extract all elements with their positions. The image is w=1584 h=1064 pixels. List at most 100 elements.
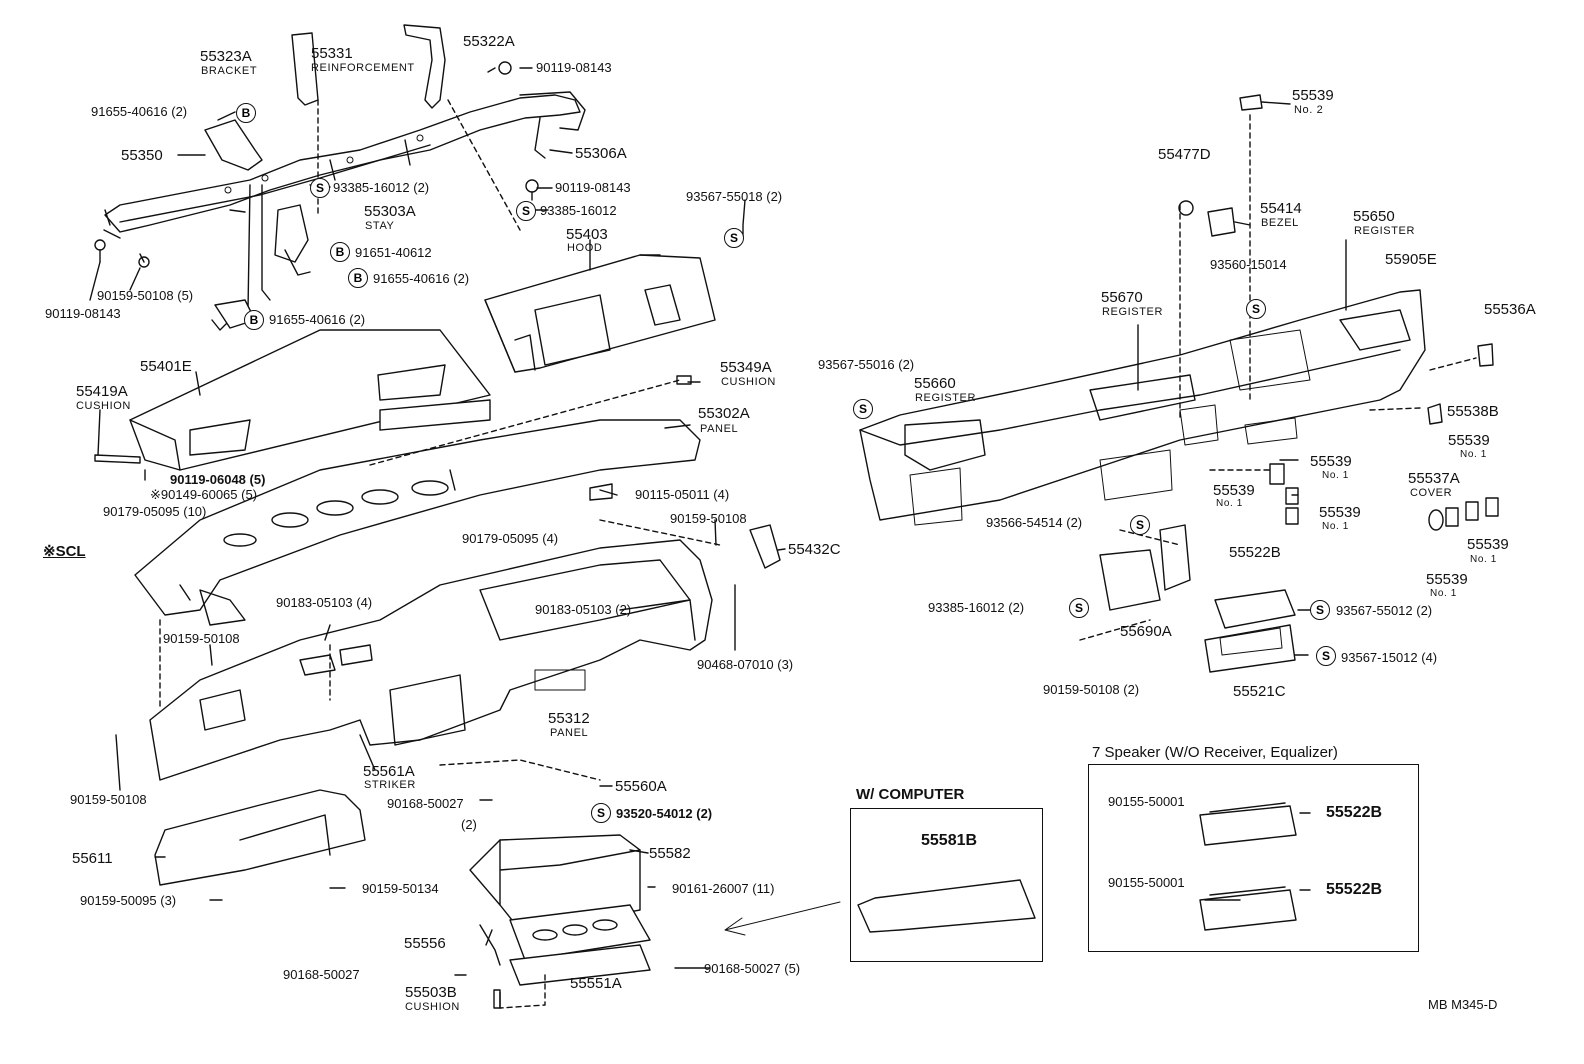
part-label: 55611 — [72, 850, 113, 867]
part-label: 93567-15012 (4) — [1341, 650, 1438, 665]
speaker-box-part: 90155-50001 — [1108, 794, 1185, 809]
part-label: 55521C — [1233, 683, 1286, 700]
part-55536a-drawing — [1477, 343, 1494, 367]
symbol-s: S — [516, 201, 536, 221]
diagram-code: MB M345-D — [1428, 997, 1498, 1012]
part-label: 55560A — [615, 778, 667, 795]
part-label: 93385-16012 — [540, 203, 617, 218]
part-label: 93567-55016 (2) — [818, 357, 915, 372]
part-label: 55522B — [1229, 544, 1281, 561]
part-label: 55477D — [1158, 146, 1211, 163]
part-55539-no2-drawing — [1239, 94, 1263, 111]
part-label: 90468-07010 (3) — [697, 657, 794, 672]
speaker-box-part: 90155-50001 — [1108, 875, 1185, 890]
part-sublabel: HOOD — [567, 242, 603, 254]
part-label: 90159-50134 — [362, 881, 439, 896]
symbol-s: S — [724, 228, 744, 248]
part-sublabel: REGISTER — [1102, 306, 1164, 318]
symbol-s: S — [591, 803, 611, 823]
part-label: 90183-05103 (2) — [535, 602, 632, 617]
speaker-box — [1088, 764, 1419, 952]
part-label: 55551A — [570, 975, 622, 992]
part-label: 55561A — [363, 763, 415, 780]
part-label: 55670 — [1101, 289, 1143, 306]
speaker-box-part: 55522B — [1326, 881, 1383, 898]
part-label: 93567-55018 (2) — [686, 189, 783, 204]
part-label: 90119-06048 (5) — [170, 472, 266, 487]
part-55538b-drawing — [1427, 403, 1443, 425]
part-label: 91655-40616 (2) — [373, 271, 470, 286]
part-label: 55537A — [1408, 470, 1460, 487]
part-sublabel: BRACKET — [201, 65, 258, 77]
part-sublabel: No. 1 — [1322, 470, 1349, 481]
speaker-box-title: 7 Speaker (W/O Receiver, Equalizer) — [1092, 744, 1338, 761]
part-sublabel: STAY — [365, 220, 395, 232]
part-label: (2) — [461, 817, 477, 832]
audio-units-drawing — [1099, 524, 1296, 673]
part-label: 55539 — [1467, 536, 1509, 553]
part-label: 55690A — [1120, 623, 1172, 640]
part-label: 55905E — [1385, 251, 1437, 268]
part-label: 93567-55012 (2) — [1336, 603, 1433, 618]
part-label: 90159-50108 — [70, 792, 147, 807]
reinforcement-frame-drawing — [103, 24, 586, 331]
switch-covers-drawing — [1269, 463, 1499, 531]
part-label: 55660 — [914, 375, 956, 392]
computer-box-title: W/ COMPUTER — [856, 786, 965, 803]
part-label: 55350 — [121, 147, 163, 164]
symbol-s: S — [853, 399, 873, 419]
part-55477d-drawing — [1178, 200, 1194, 216]
part-label: 55303A — [364, 203, 416, 220]
part-label: 93560-15014 — [1210, 257, 1287, 272]
part-label: 55556 — [404, 935, 446, 952]
part-sublabel: STRIKER — [364, 779, 416, 791]
assembly-dashed-lines — [159, 99, 1477, 1009]
part-label: 90183-05103 (4) — [276, 595, 373, 610]
part-label: 90115-05011 (4) — [635, 487, 730, 502]
part-label: 90119-08143 — [536, 60, 612, 75]
part-label: 55539 — [1426, 571, 1468, 588]
symbol-s: S — [1316, 646, 1336, 666]
part-label: 55539 — [1292, 87, 1334, 104]
clip-90115-drawing — [589, 483, 613, 501]
part-label: 90159-50108 — [163, 631, 240, 646]
part-label: 90119-08143 — [45, 306, 121, 321]
part-label: 93520-54012 (2) — [616, 806, 713, 821]
part-label: 55401E — [140, 358, 192, 375]
dashboard-assembly-drawing — [859, 289, 1426, 526]
bolts-top-left — [94, 61, 539, 268]
symbol-s: S — [1310, 600, 1330, 620]
part-label: 90179-05095 (4) — [462, 531, 559, 546]
computer-tray-drawing — [857, 879, 1036, 933]
part-sublabel: PANEL — [700, 423, 739, 435]
part-label: 90168-50027 — [387, 796, 464, 811]
symbol-b: B — [348, 268, 368, 288]
hood-drawing — [484, 254, 716, 373]
bezel-55414-drawing — [1207, 207, 1236, 237]
part-sublabel: No. 1 — [1460, 449, 1487, 460]
part-label: 55302A — [698, 405, 750, 422]
part-label: 55414 — [1260, 200, 1302, 217]
symbol-s: S — [310, 178, 330, 198]
part-label: 90159-50108 (2) — [1043, 682, 1140, 697]
part-sublabel: No. 1 — [1216, 498, 1243, 509]
part-label: 90159-50108 — [670, 511, 747, 526]
part-label: 91655-40616 (2) — [269, 312, 366, 327]
part-label: 55349A — [720, 359, 772, 376]
leader-lines — [89, 67, 1347, 1009]
part-label: 55419A — [76, 383, 128, 400]
part-sublabel: CUSHION — [721, 376, 776, 388]
part-sublabel: CUSHION — [405, 1001, 460, 1013]
symbol-b: B — [244, 310, 264, 330]
cushion-55419a-drawing — [94, 454, 141, 464]
symbol-b: B — [236, 103, 256, 123]
part-55432c-drawing — [749, 524, 781, 569]
part-label: 55323A — [200, 48, 252, 65]
part-sublabel: CUSHION — [76, 400, 131, 412]
part-sublabel: No. 1 — [1470, 554, 1497, 565]
speaker-box-part: 55522B — [1326, 804, 1383, 821]
symbol-s: S — [1130, 515, 1150, 535]
symbol-s: S — [1246, 299, 1266, 319]
